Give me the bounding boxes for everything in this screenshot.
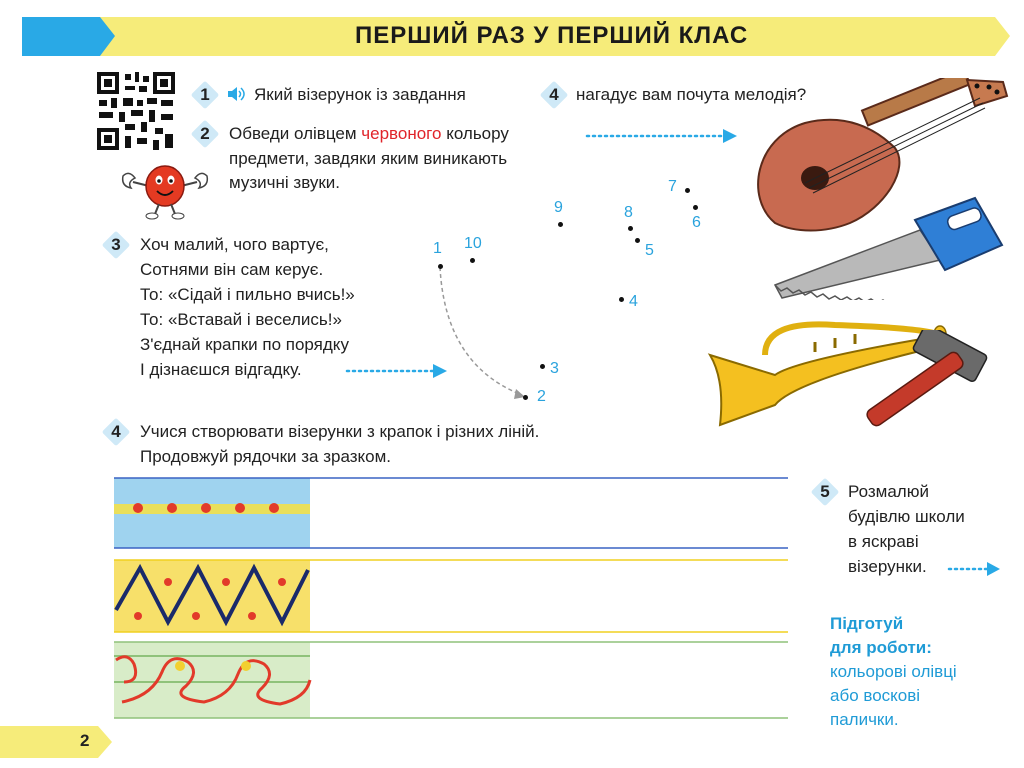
task-2-line-2: предмети, завдяки яким виникають xyxy=(229,149,508,168)
prepare-line-2: або воскові xyxy=(830,686,921,705)
task-5-badge: 5 xyxy=(810,477,840,507)
dot-label-7: 7 xyxy=(668,178,677,195)
prepare-line-1: кольорові олівці xyxy=(830,662,957,681)
dot-label-3: 3 xyxy=(550,360,559,377)
task-5-line-3: в яскраві xyxy=(848,532,919,551)
task-2-text: Обведи олівцем xyxy=(229,124,357,143)
dot-label-4: 4 xyxy=(629,293,638,310)
dot-point[interactable] xyxy=(635,238,640,243)
dot-label-6: 6 xyxy=(692,214,701,231)
riddle-line-2: Сотнями він сам керує. xyxy=(140,260,324,279)
task-2-line-1: Обведи олівцем червоного кольору xyxy=(229,122,509,145)
task-2-badge: 2 xyxy=(190,119,220,149)
header-band xyxy=(22,17,1010,56)
dot-point[interactable] xyxy=(540,364,545,369)
task-4-badge: 4 xyxy=(101,417,131,447)
task-2-text-after: кольору xyxy=(446,124,509,143)
task-1-badge: 1 xyxy=(190,80,220,110)
pattern-practice-area[interactable] xyxy=(110,470,790,725)
prepare-line-3: палички. xyxy=(830,710,899,729)
task-ref-badge: 4 xyxy=(539,80,569,110)
dot-point[interactable] xyxy=(438,264,443,269)
qr-code-icon[interactable] xyxy=(95,70,177,152)
riddle-line-1: Хоч малий, чого вартує, xyxy=(140,235,329,254)
prepare-heading-2: для роботи: xyxy=(830,638,932,657)
dot-label-2: 2 xyxy=(537,388,546,405)
task-3-badge: 3 xyxy=(101,230,131,260)
saw-icon[interactable] xyxy=(770,190,1010,300)
hammer-icon[interactable] xyxy=(855,330,1000,435)
prepare-heading-1: Підготуй xyxy=(830,614,904,633)
page-number-tab xyxy=(0,726,112,758)
task-5-line-4: візерунки. xyxy=(848,557,927,576)
task-5-line-1: Розмалюй xyxy=(848,482,929,501)
dot-point[interactable] xyxy=(558,222,563,227)
mascot-icon xyxy=(121,165,209,220)
dot-point[interactable] xyxy=(619,297,624,302)
task-1-text-after: нагадує вам почута мелодія? xyxy=(576,85,807,104)
dot-point[interactable] xyxy=(523,395,528,400)
task-4-line-1: Учися створювати візерунки з крапок і рі… xyxy=(140,422,540,441)
page-number: 2 xyxy=(80,731,90,750)
dotted-arrow-icon xyxy=(345,364,447,378)
task-4-line-2: Продовжуй рядочки за зразком. xyxy=(140,447,392,466)
dotted-arrow-icon xyxy=(585,129,737,143)
dot-label-10: 10 xyxy=(464,235,482,252)
dot-label-8: 8 xyxy=(624,204,633,221)
example-dashed-line xyxy=(439,266,525,399)
riddle-line-6: І дізнаєшся відгадку. xyxy=(140,360,302,379)
riddle-line-5: З'єднай крапки по порядку xyxy=(140,335,349,354)
task-5-line-2: будівлю школи xyxy=(848,507,965,526)
dot-point[interactable] xyxy=(693,205,698,210)
page-title: ПЕРШИЙ РАЗ У ПЕРШИЙ КЛАС xyxy=(355,22,749,49)
dotted-arrow-icon xyxy=(947,562,1000,576)
dot-point[interactable] xyxy=(628,226,633,231)
mandolin-icon[interactable] xyxy=(745,78,1010,238)
task-2-line-3: музичні звуки. xyxy=(229,173,341,192)
dot-label-5: 5 xyxy=(645,242,654,259)
dot-point[interactable] xyxy=(470,258,475,263)
riddle-line-4: То: «Вставай і веселись!» xyxy=(140,310,342,329)
dot-label-1: 1 xyxy=(433,240,442,257)
red-color-word: червоного xyxy=(361,124,442,143)
task-1-text-before: Який візерунок із завдання xyxy=(254,85,466,104)
audio-speaker-icon[interactable] xyxy=(227,86,245,102)
riddle-line-3: То: «Сідай і пильно вчись!» xyxy=(140,285,355,304)
dot-point[interactable] xyxy=(685,188,690,193)
dot-label-9: 9 xyxy=(554,199,563,216)
